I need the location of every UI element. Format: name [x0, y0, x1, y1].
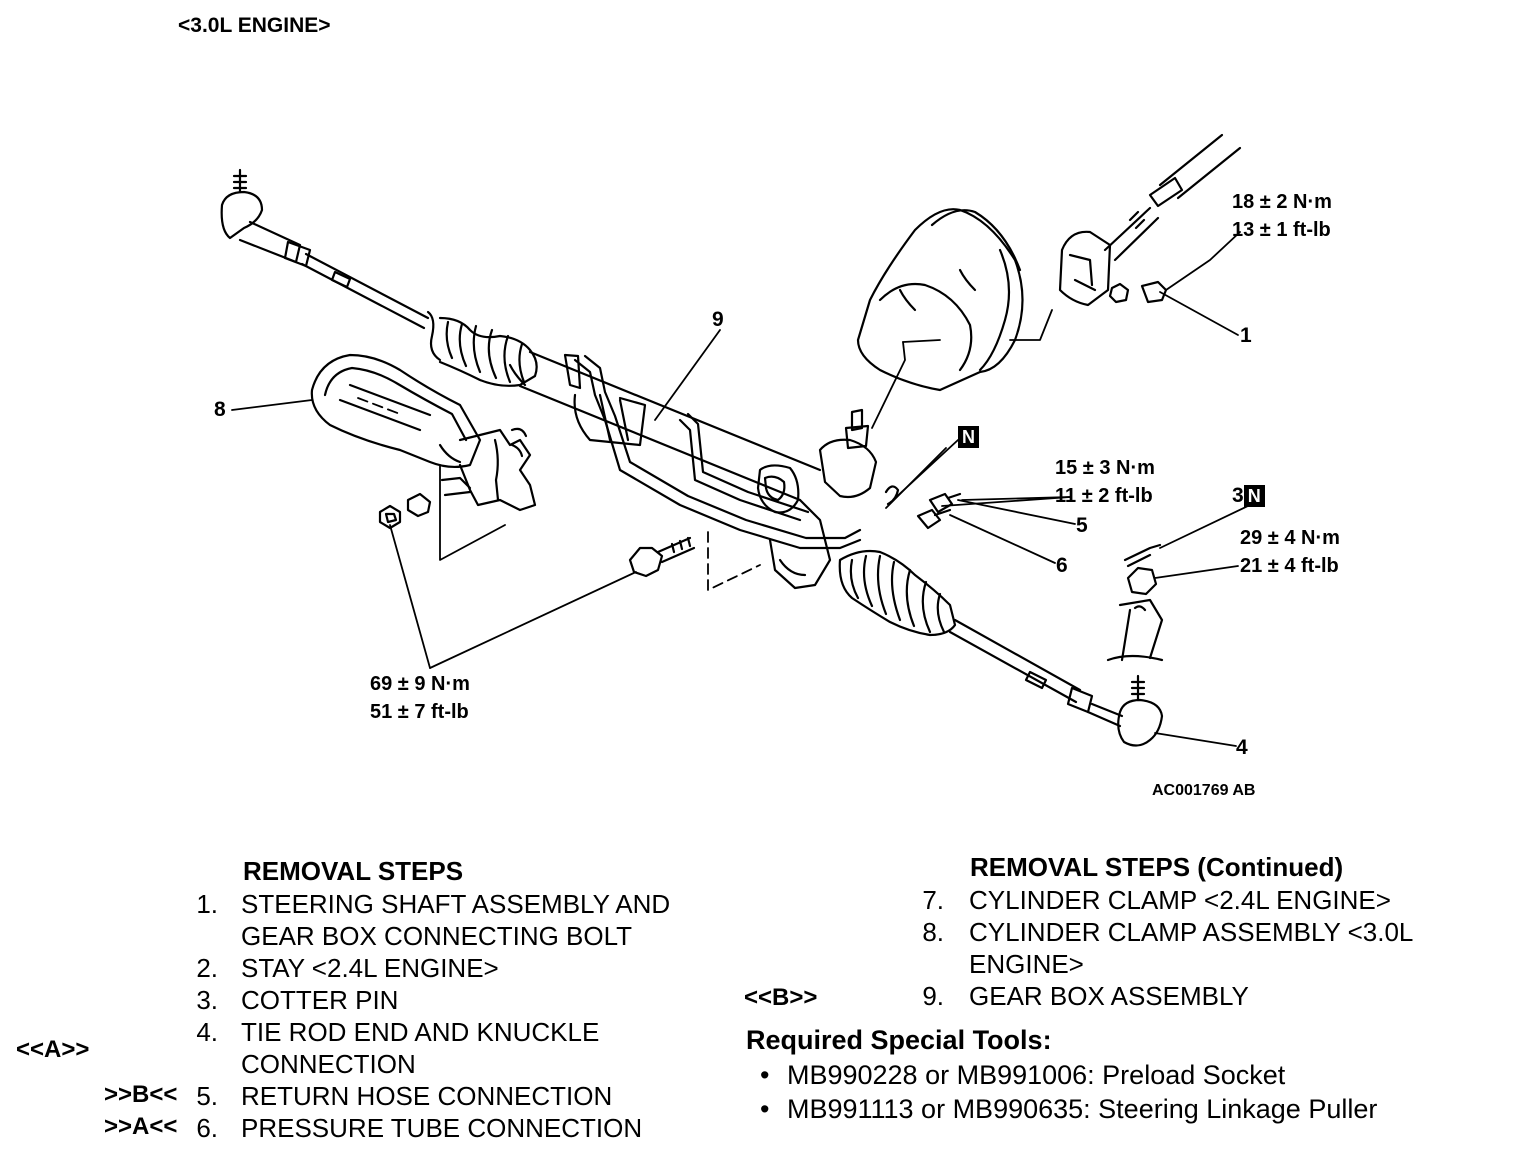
marker-step-9: <<B>>	[744, 984, 818, 1011]
torque-label-1: 18 ± 2 N·m 13 ± 1 ft-lb	[1232, 191, 1332, 241]
right-tie-rod-end	[1086, 674, 1164, 747]
removal-steps-continued-title: REMOVAL STEPS (Continued)	[970, 852, 1344, 882]
callout-5: 5	[1076, 514, 1088, 537]
special-tools-title: Required Special Tools:	[746, 1025, 1052, 1055]
torque-label-3: 29 ± 4 N·m 21 ± 4 ft-lb	[1240, 527, 1340, 577]
cylinder-clamp-assembly	[310, 353, 537, 512]
n-mark: N	[1243, 485, 1265, 507]
castle-nut	[1126, 566, 1158, 596]
removal-steps-title: REMOVAL STEPS	[243, 856, 464, 886]
left-tie-rod-end	[220, 168, 312, 268]
marker-step-4: <<A>>	[16, 1036, 90, 1063]
bullet: •	[760, 1094, 770, 1124]
clamp-nut	[378, 504, 402, 530]
right-boot	[838, 549, 957, 637]
dust-cover	[856, 208, 1024, 392]
figure-id: AC001769 AB	[1152, 782, 1256, 799]
knuckle	[1106, 598, 1164, 662]
engine-header: <3.0L ENGINE>	[178, 14, 331, 37]
marker-step-6: >>A<<	[104, 1113, 178, 1140]
callout-9: 9	[712, 308, 724, 331]
special-tool-1: • MB990228 or MB991006: Preload Socket	[760, 1060, 1286, 1090]
pinion-housing	[756, 408, 878, 590]
special-tool-2: • MB991113 or MB990635: Steering Linkage…	[760, 1094, 1378, 1124]
callout-6: 6	[1056, 554, 1068, 577]
bullet: •	[760, 1060, 770, 1090]
callout-8: 8	[214, 398, 226, 421]
steering-gear-diagram	[220, 133, 1251, 747]
cotter-pin	[1123, 543, 1162, 562]
callout-4: 4	[1236, 736, 1248, 759]
pressure-tube-fitting	[916, 508, 952, 530]
return-hose-fitting	[928, 492, 962, 514]
left-boot	[426, 310, 538, 387]
torque-label-2: 15 ± 3 N·m 11 ± 2 ft-lb	[1055, 457, 1155, 507]
bolt-nut	[1108, 282, 1130, 304]
leader-lines	[231, 231, 1251, 747]
callout-1: 1	[1240, 324, 1252, 347]
marker-step-5: >>B<<	[104, 1081, 178, 1108]
n-mark-o-ring: N	[958, 426, 979, 448]
steering-shaft	[1058, 133, 1242, 307]
clamp-washer	[406, 492, 432, 518]
torque-label-4: 69 ± 9 N·m 51 ± 7 ft-lb	[370, 673, 470, 723]
pressure-tube	[573, 358, 862, 550]
